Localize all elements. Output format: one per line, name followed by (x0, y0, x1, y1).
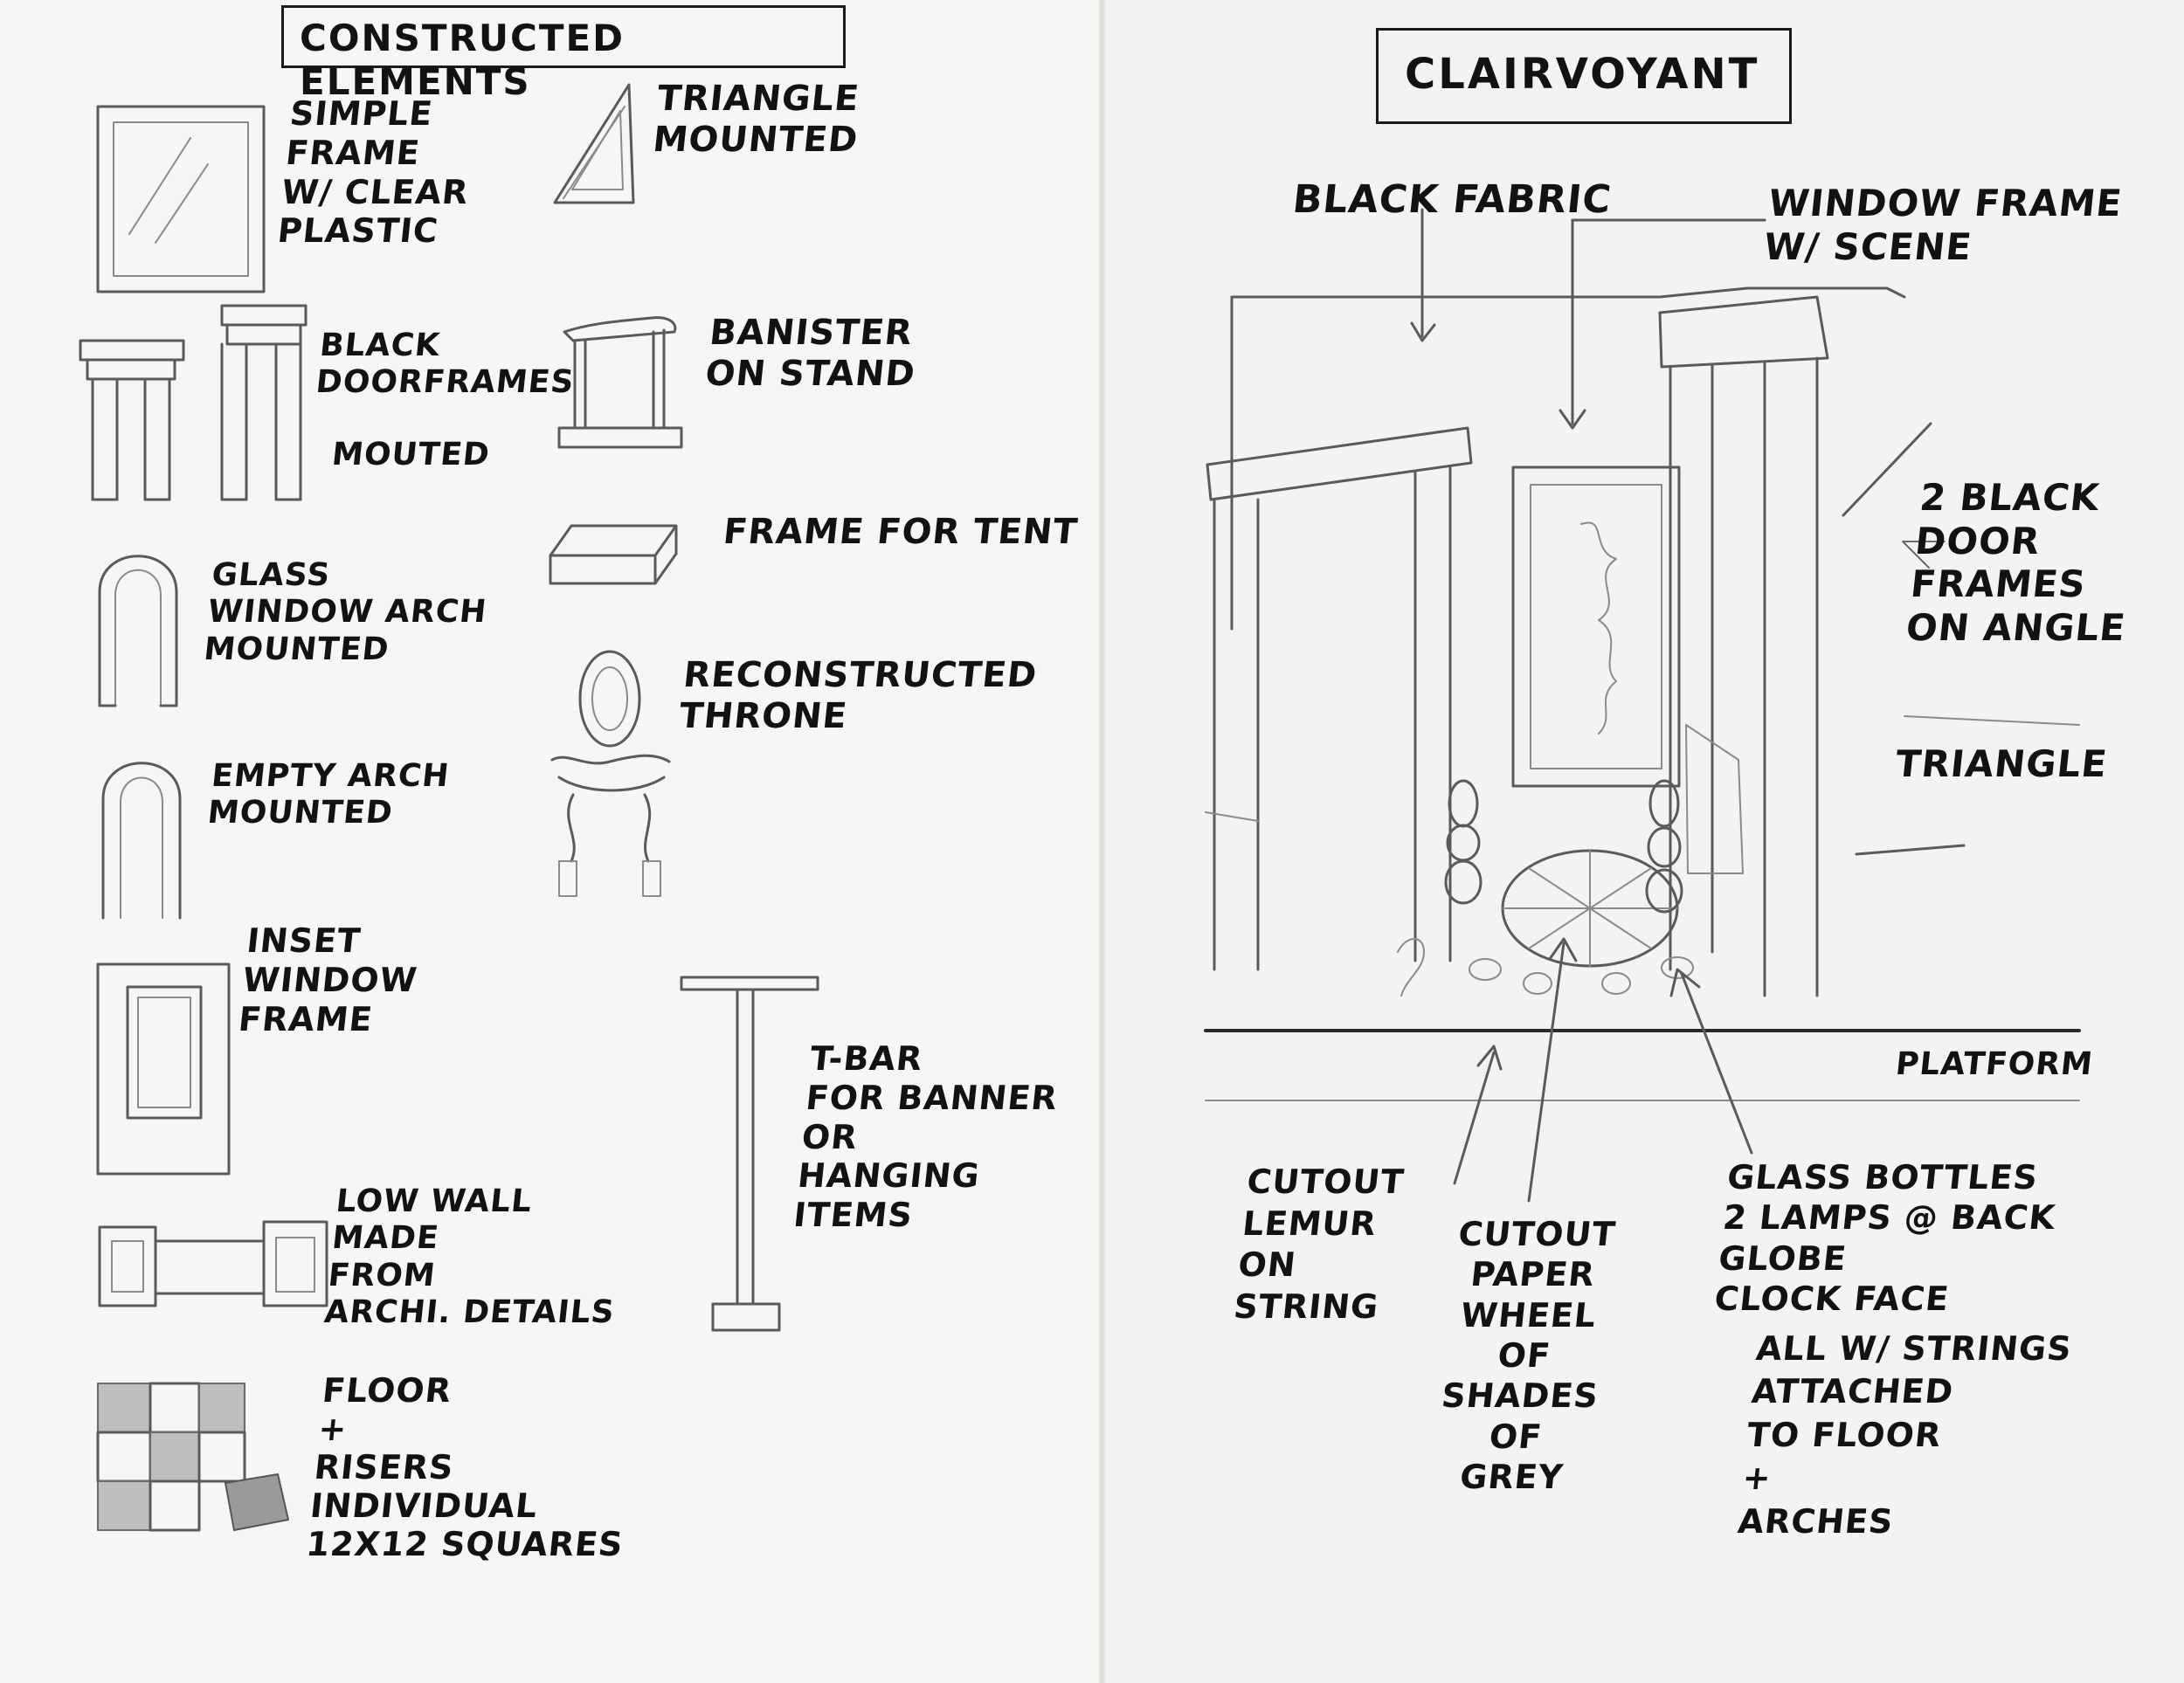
right-sketchbook-page (1102, 0, 2184, 1683)
low-wall-label: LOW WALL MADE FROM ARCHI. DETAILS (322, 1183, 617, 1331)
glass-window-arch-label: GLASS WINDOW ARCH MOUNTED (202, 557, 489, 667)
glass-bottles-label: GLASS BOTTLES 2 LAMPS @ BACK GLOBE CLOCK… (1712, 1158, 2058, 1319)
triangle-label: TRIANGLE (1893, 742, 2110, 785)
cutout-paper-wheel-label: CUTOUT PAPER WHEEL OF SHADES OF GREY (1439, 1215, 1618, 1497)
triangle-mounted-label: TRIANGLE MOUNTED (651, 79, 862, 161)
simple-frame-label: SIMPLE FRAME W/ CLEAR PLASTIC (275, 94, 471, 251)
platform-label: PLATFORM (1893, 1046, 2095, 1082)
clairvoyant-title-box: CLAIRVOYANT (1376, 28, 1792, 124)
frame-sketch-icon (96, 105, 266, 293)
empty-arch-sketch-icon (101, 762, 182, 920)
doorframe-sketch-icon (79, 304, 308, 501)
black-fabric-label: BLACK FABRIC (1290, 177, 1614, 222)
annotation-arrows-icon (1410, 208, 1966, 1203)
low-wall-sketch-icon (98, 1220, 328, 1307)
triangle-sketch-icon (553, 83, 635, 204)
banister-sketch-icon (557, 316, 683, 449)
page-fold (1099, 0, 1106, 1683)
black-doorframes-label: BLACK DOORFRAMES (314, 328, 577, 401)
t-bar-label: T-BAR FOR BANNER OR HANGING ITEMS (791, 1039, 1061, 1235)
t-bar-sketch-icon (680, 976, 819, 1332)
throne-sketch-icon (550, 650, 671, 897)
empty-arch-label: EMPTY ARCH MOUNTED (205, 758, 452, 831)
window-frame-scene-label: WINDOW FRAME W/ SCENE (1761, 182, 2125, 268)
cutout-lemur-label: CUTOUT LEMUR ON STRING (1232, 1162, 1406, 1326)
banister-on-stand-label: BANISTER ON STAND (703, 313, 918, 395)
inset-window-frame-label: INSET WINDOW FRAME (237, 921, 419, 1038)
tent-frame-sketch-icon (549, 524, 678, 585)
floor-risers-label: FLOOR + RISERS INDIVIDUAL 12x12 SQUARES (304, 1371, 625, 1564)
mounted-label: MOUTED (329, 437, 492, 472)
frame-for-tent-label: FRAME FOR TENT (721, 512, 1081, 552)
strings-attached-label: ALL W/ STRINGS ATTACHED TO FLOOR + ARCHE… (1736, 1329, 2074, 1541)
black-doorframes-angle-label: 2 BLACK DOOR FRAMES ON ANGLE (1904, 476, 2128, 649)
constructed-elements-title: CONSTRUCTED ELEMENTS (300, 17, 625, 103)
floor-tiles-sketch-icon (96, 1382, 289, 1532)
stage-scene-sketch-icon (1204, 286, 2081, 1101)
constructed-elements-title-box: CONSTRUCTED ELEMENTS (281, 5, 846, 103)
reconstructed-throne-label: RECONSTRUCTED THRONE (677, 655, 1040, 737)
glass-arch-sketch-icon (98, 555, 178, 707)
left-sketchbook-page (0, 0, 1102, 1683)
clairvoyant-title: CLAIRVOYANT (1405, 50, 1760, 99)
inset-window-sketch-icon (96, 962, 231, 1176)
